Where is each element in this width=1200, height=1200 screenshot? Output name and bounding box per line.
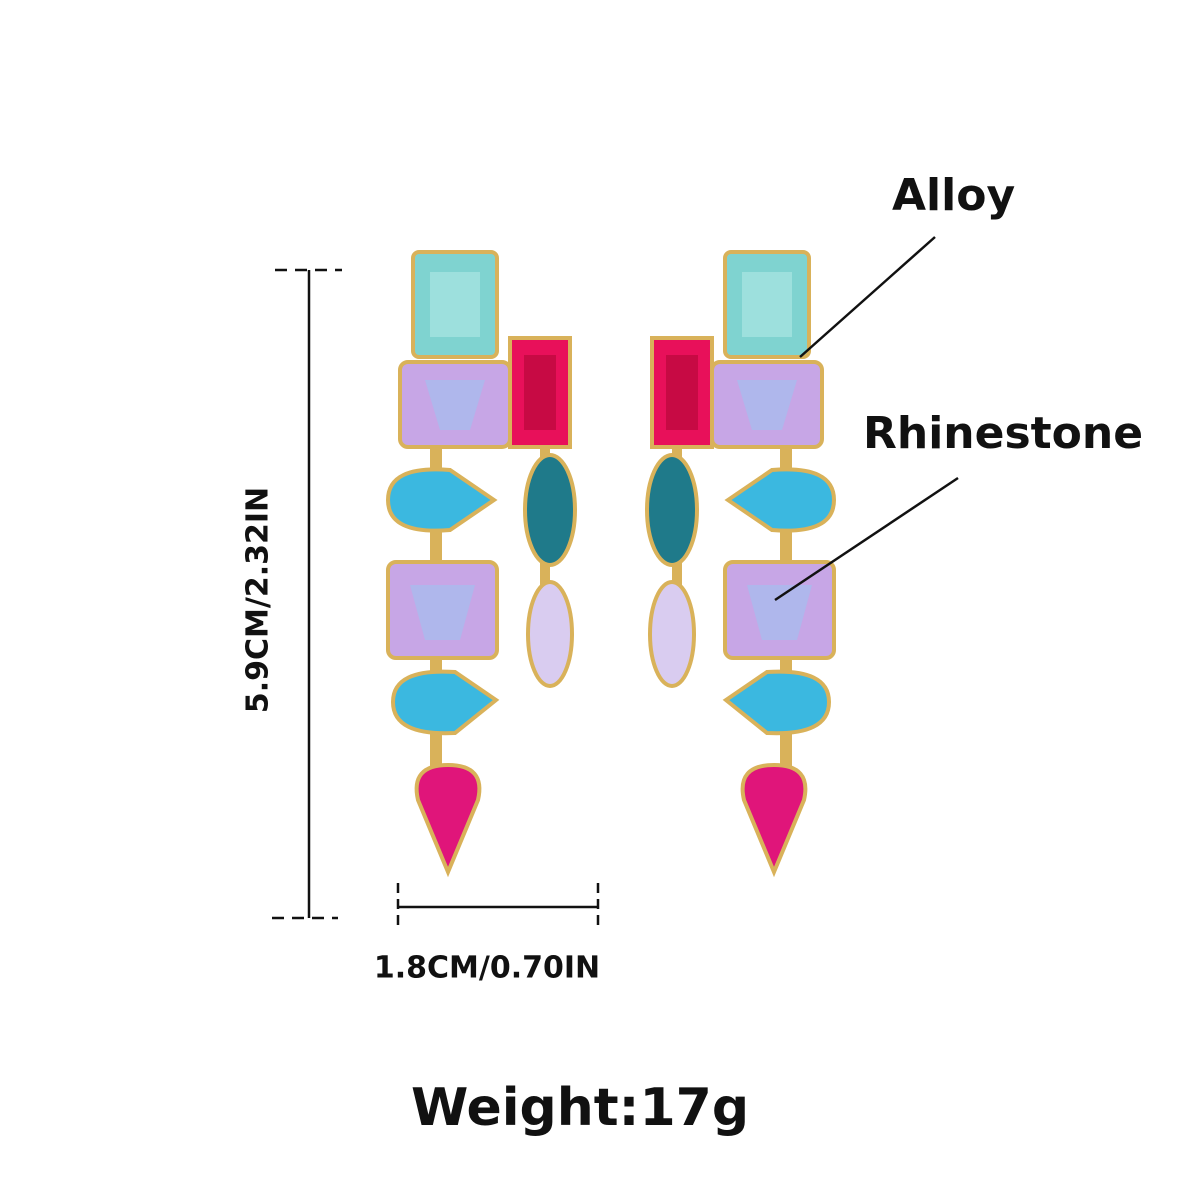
right-earring — [645, 250, 836, 874]
alloy-label: Alloy — [892, 170, 1016, 221]
left-earring — [386, 250, 577, 874]
height-dimension-line — [272, 268, 342, 920]
weight-label: Weight:17g — [410, 1078, 750, 1138]
height-label: 5.9CM/2.32IN — [240, 486, 276, 714]
rhinestone-leader-line — [774, 476, 959, 602]
alloy-leader-line — [799, 236, 936, 358]
width-label: 1.8CM/0.70IN — [373, 950, 601, 986]
width-dimension-line — [396, 883, 600, 928]
rhinestone-label: Rhinestone — [863, 408, 1144, 459]
